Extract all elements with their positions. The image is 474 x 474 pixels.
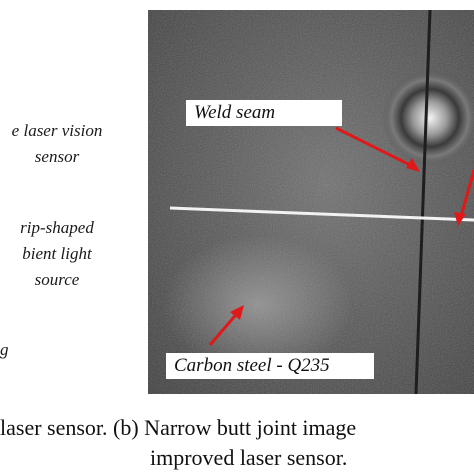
reflection-spot — [382, 70, 474, 166]
caption-line-2: improved laser sensor. — [150, 445, 348, 470]
caption-line-1: laser sensor. (b) Narrow butt joint imag… — [0, 415, 357, 440]
photo-graphics — [148, 10, 474, 394]
steel-arrowhead — [230, 305, 244, 320]
weld-seam-line — [414, 10, 432, 394]
left-label-ambient-light: rip-shaped bient light source — [20, 218, 94, 289]
weld-seam-arrow — [335, 126, 417, 170]
laser-arrow — [458, 169, 474, 221]
weld-photo: Weld seam Carbon steel - Q235 — [148, 10, 474, 394]
laser-stripe — [169, 206, 474, 222]
weld-seam-arrowhead — [406, 158, 420, 172]
weld-seam-label: Weld seam — [186, 100, 342, 126]
laser-arrowhead — [454, 212, 466, 226]
left-label-sensor: e laser vision sensor — [11, 121, 103, 166]
carbon-steel-label: Carbon steel - Q235 — [166, 353, 374, 379]
left-label-partial: g — [0, 340, 9, 359]
ambient-light-glow — [163, 235, 353, 375]
